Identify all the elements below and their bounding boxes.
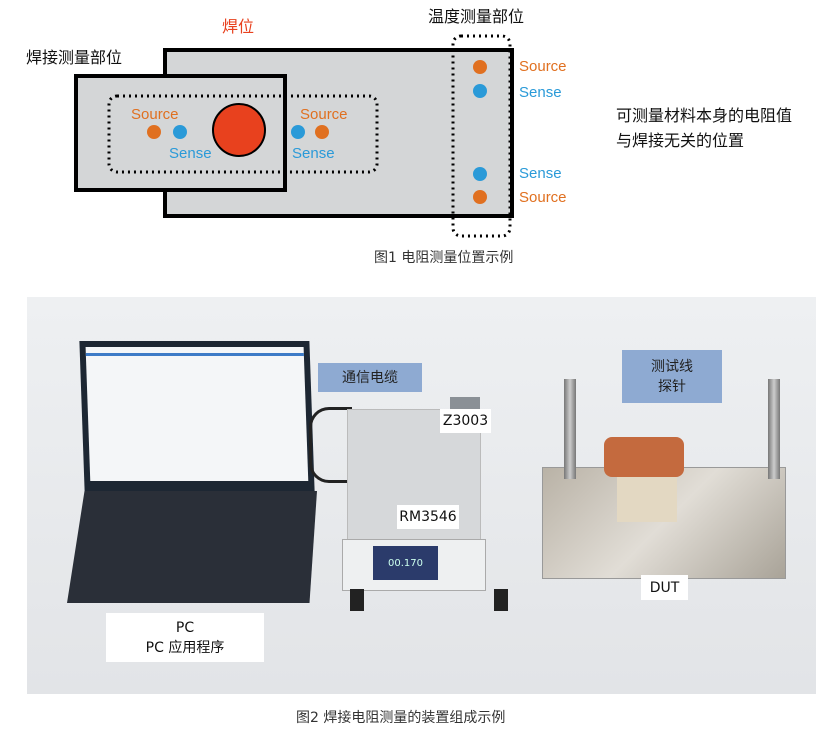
probe-label: 测试线 探针 [622, 350, 722, 403]
weld-label: 焊位 [222, 17, 254, 36]
sense-dot [173, 125, 187, 139]
sense-label: Sense [519, 84, 562, 101]
source-dot [315, 125, 329, 139]
source-dot [473, 190, 487, 204]
fixture-post [768, 379, 780, 479]
instrument-foot [494, 589, 508, 611]
probe-label-line1: 测试线 [651, 358, 693, 375]
temp-measure-label: 温度测量部位 [428, 7, 524, 26]
source-label: Source [519, 189, 567, 206]
sense-label: Sense [292, 145, 335, 162]
sense-label: Sense [519, 165, 562, 182]
z3003-label: Z3003 [440, 409, 491, 433]
weld-measure-region [107, 94, 379, 174]
figure1-caption: 图1 电阻测量位置示例 [374, 250, 513, 266]
source-label: Source [131, 106, 179, 123]
laptop-screen [79, 341, 315, 491]
sense-dot [473, 84, 487, 98]
sense-dot [473, 167, 487, 181]
rm3546-label: RM3546 [397, 505, 459, 529]
weld-measure-label: 焊接测量部位 [26, 48, 122, 67]
dut-label: DUT [641, 575, 688, 600]
probe-block [617, 477, 677, 522]
source-label: Source [300, 106, 348, 123]
source-dot [473, 60, 487, 74]
sense-label: Sense [169, 145, 212, 162]
source-label: Source [519, 58, 567, 75]
pc-label-line1: PC [175, 619, 195, 636]
pc-label: PC PC 应用程序 [106, 613, 264, 662]
figure1-diagram: Source Sense Source Sense Source Sense S… [26, 7, 792, 266]
comm-cable [309, 407, 352, 483]
fixture-post [564, 379, 576, 479]
heater-pad [604, 437, 684, 477]
weld-spot [212, 103, 266, 157]
source-dot [147, 125, 161, 139]
z3003-connector [450, 397, 480, 411]
temp-measure-region [451, 34, 512, 238]
instrument-foot [350, 589, 364, 611]
comm-cable-label: 通信电缆 [318, 363, 422, 392]
note-line2: 与焊接无关的位置 [616, 131, 744, 150]
note-line1: 可测量材料本身的电阻值 [616, 106, 792, 125]
figure2-caption: 图2 焊接电阻测量的装置组成示例 [296, 710, 506, 726]
probe-label-line2: 探针 [658, 378, 686, 395]
pc-label-line2: PC 应用程序 [145, 639, 225, 656]
instrument-display: 00.170 [373, 546, 438, 580]
laptop-keyboard [67, 491, 317, 603]
instrument-panel: 00.170 [342, 539, 486, 591]
sense-dot [291, 125, 305, 139]
